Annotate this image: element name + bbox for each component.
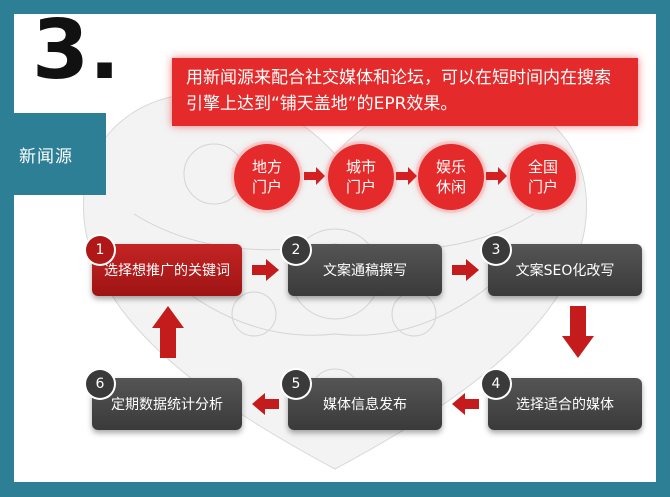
step-2-badge: 2 [282,236,310,264]
slide-canvas: 3. 用新闻源来配合社交媒体和论坛，可以在短时间内在搜索引擎上达到“铺天盖地”的… [14,14,656,482]
portal-circle-local: 地方门户 [234,144,300,210]
arrow-right-icon [396,167,417,185]
step-6-box: 定期数据统计分析 [92,378,242,430]
arrow-right-icon [486,167,507,185]
step-5-badge: 5 [282,370,310,398]
arrow-right-icon [304,167,325,185]
arrow-right-icon [452,259,479,281]
portal-circle-national: 全国门户 [510,144,576,210]
arrow-left-icon [452,393,479,415]
step-1-box: 选择想推广的关键词 [92,244,242,296]
step-1-badge: 1 [86,236,114,264]
step-3-box: 文案SEO化改写 [488,244,642,296]
portal-circle-entertainment: 娱乐休闲 [418,144,484,210]
step-2-box: 文案通稿撰写 [288,244,442,296]
arrow-up-icon [152,306,184,358]
portal-circle-city: 城市门户 [328,144,394,210]
arrow-left-icon [252,393,279,415]
section-label: 新闻源 [0,113,106,195]
headline-banner: 用新闻源来配合社交媒体和论坛，可以在短时间内在搜索引擎上达到“铺天盖地”的EPR… [172,58,638,126]
step-5-box: 媒体信息发布 [288,378,442,430]
step-3-badge: 3 [482,236,510,264]
step-6-badge: 6 [86,370,114,398]
step-4-badge: 4 [482,370,510,398]
arrow-down-icon [562,306,594,358]
slide-number: 3. [32,14,121,98]
arrow-right-icon [252,259,279,281]
step-4-box: 选择适合的媒体 [488,378,642,430]
